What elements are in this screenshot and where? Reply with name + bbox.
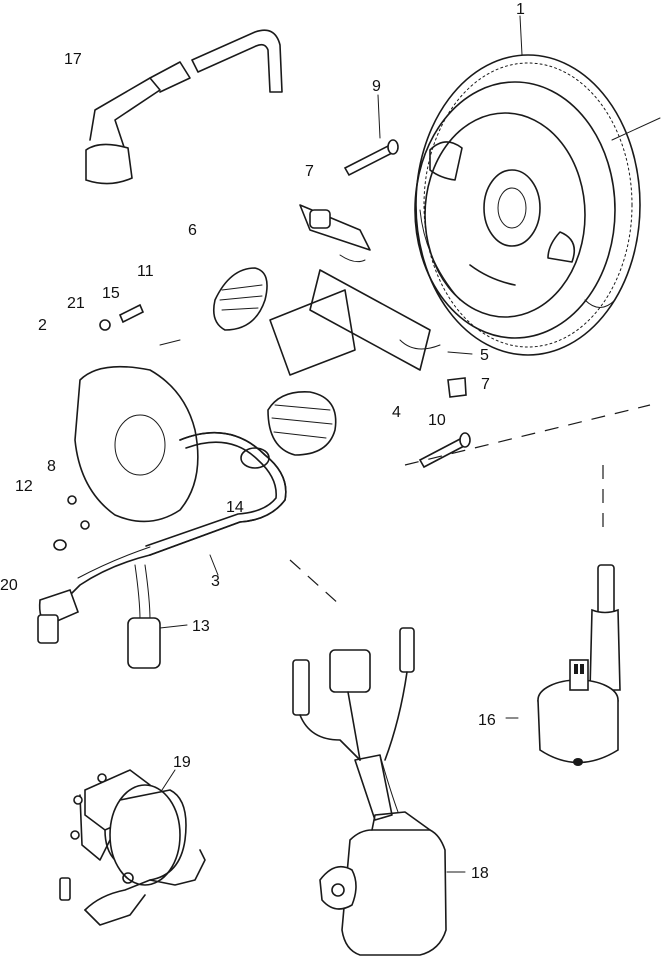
callout-2: 2 [38,317,47,334]
callout-15: 15 [102,285,120,302]
bolt-10 [418,432,471,469]
callout-9: 9 [372,78,381,95]
ignition-coil [505,465,621,766]
starter-solenoid [59,769,206,926]
assembly-center-lines [289,404,651,606]
flywheel [414,54,661,356]
callout-3: 3 [211,573,220,590]
callout-7-lower: 7 [481,376,490,393]
callout-11: 11 [137,263,154,280]
callout-7-upper: 7 [305,163,314,180]
callout-10: 10 [428,412,446,429]
callout-16: 16 [478,712,496,729]
callout-13: 13 [192,618,210,635]
callout-21: 21 [67,295,85,312]
callout-19: 19 [173,754,191,771]
wiring-harness [37,432,287,669]
callout-20: 20 [0,577,18,594]
leader-lines [159,15,523,629]
callout-labels: 1 2 3 4 5 6 7 7 8 9 10 11 12 13 14 15 16… [0,1,525,882]
callout-14: 14 [226,499,244,516]
stator-assembly [53,204,467,551]
callout-12: 12 [15,478,33,495]
callout-6: 6 [188,222,197,239]
callout-4: 4 [392,404,401,421]
spark-plug-boot [85,29,283,185]
callout-1: 1 [516,1,525,18]
bolt-9 [343,139,399,177]
cdi-module [292,627,466,956]
callout-18: 18 [471,865,489,882]
callout-17: 17 [64,51,82,68]
callout-5: 5 [480,347,489,364]
callout-8: 8 [47,458,56,475]
